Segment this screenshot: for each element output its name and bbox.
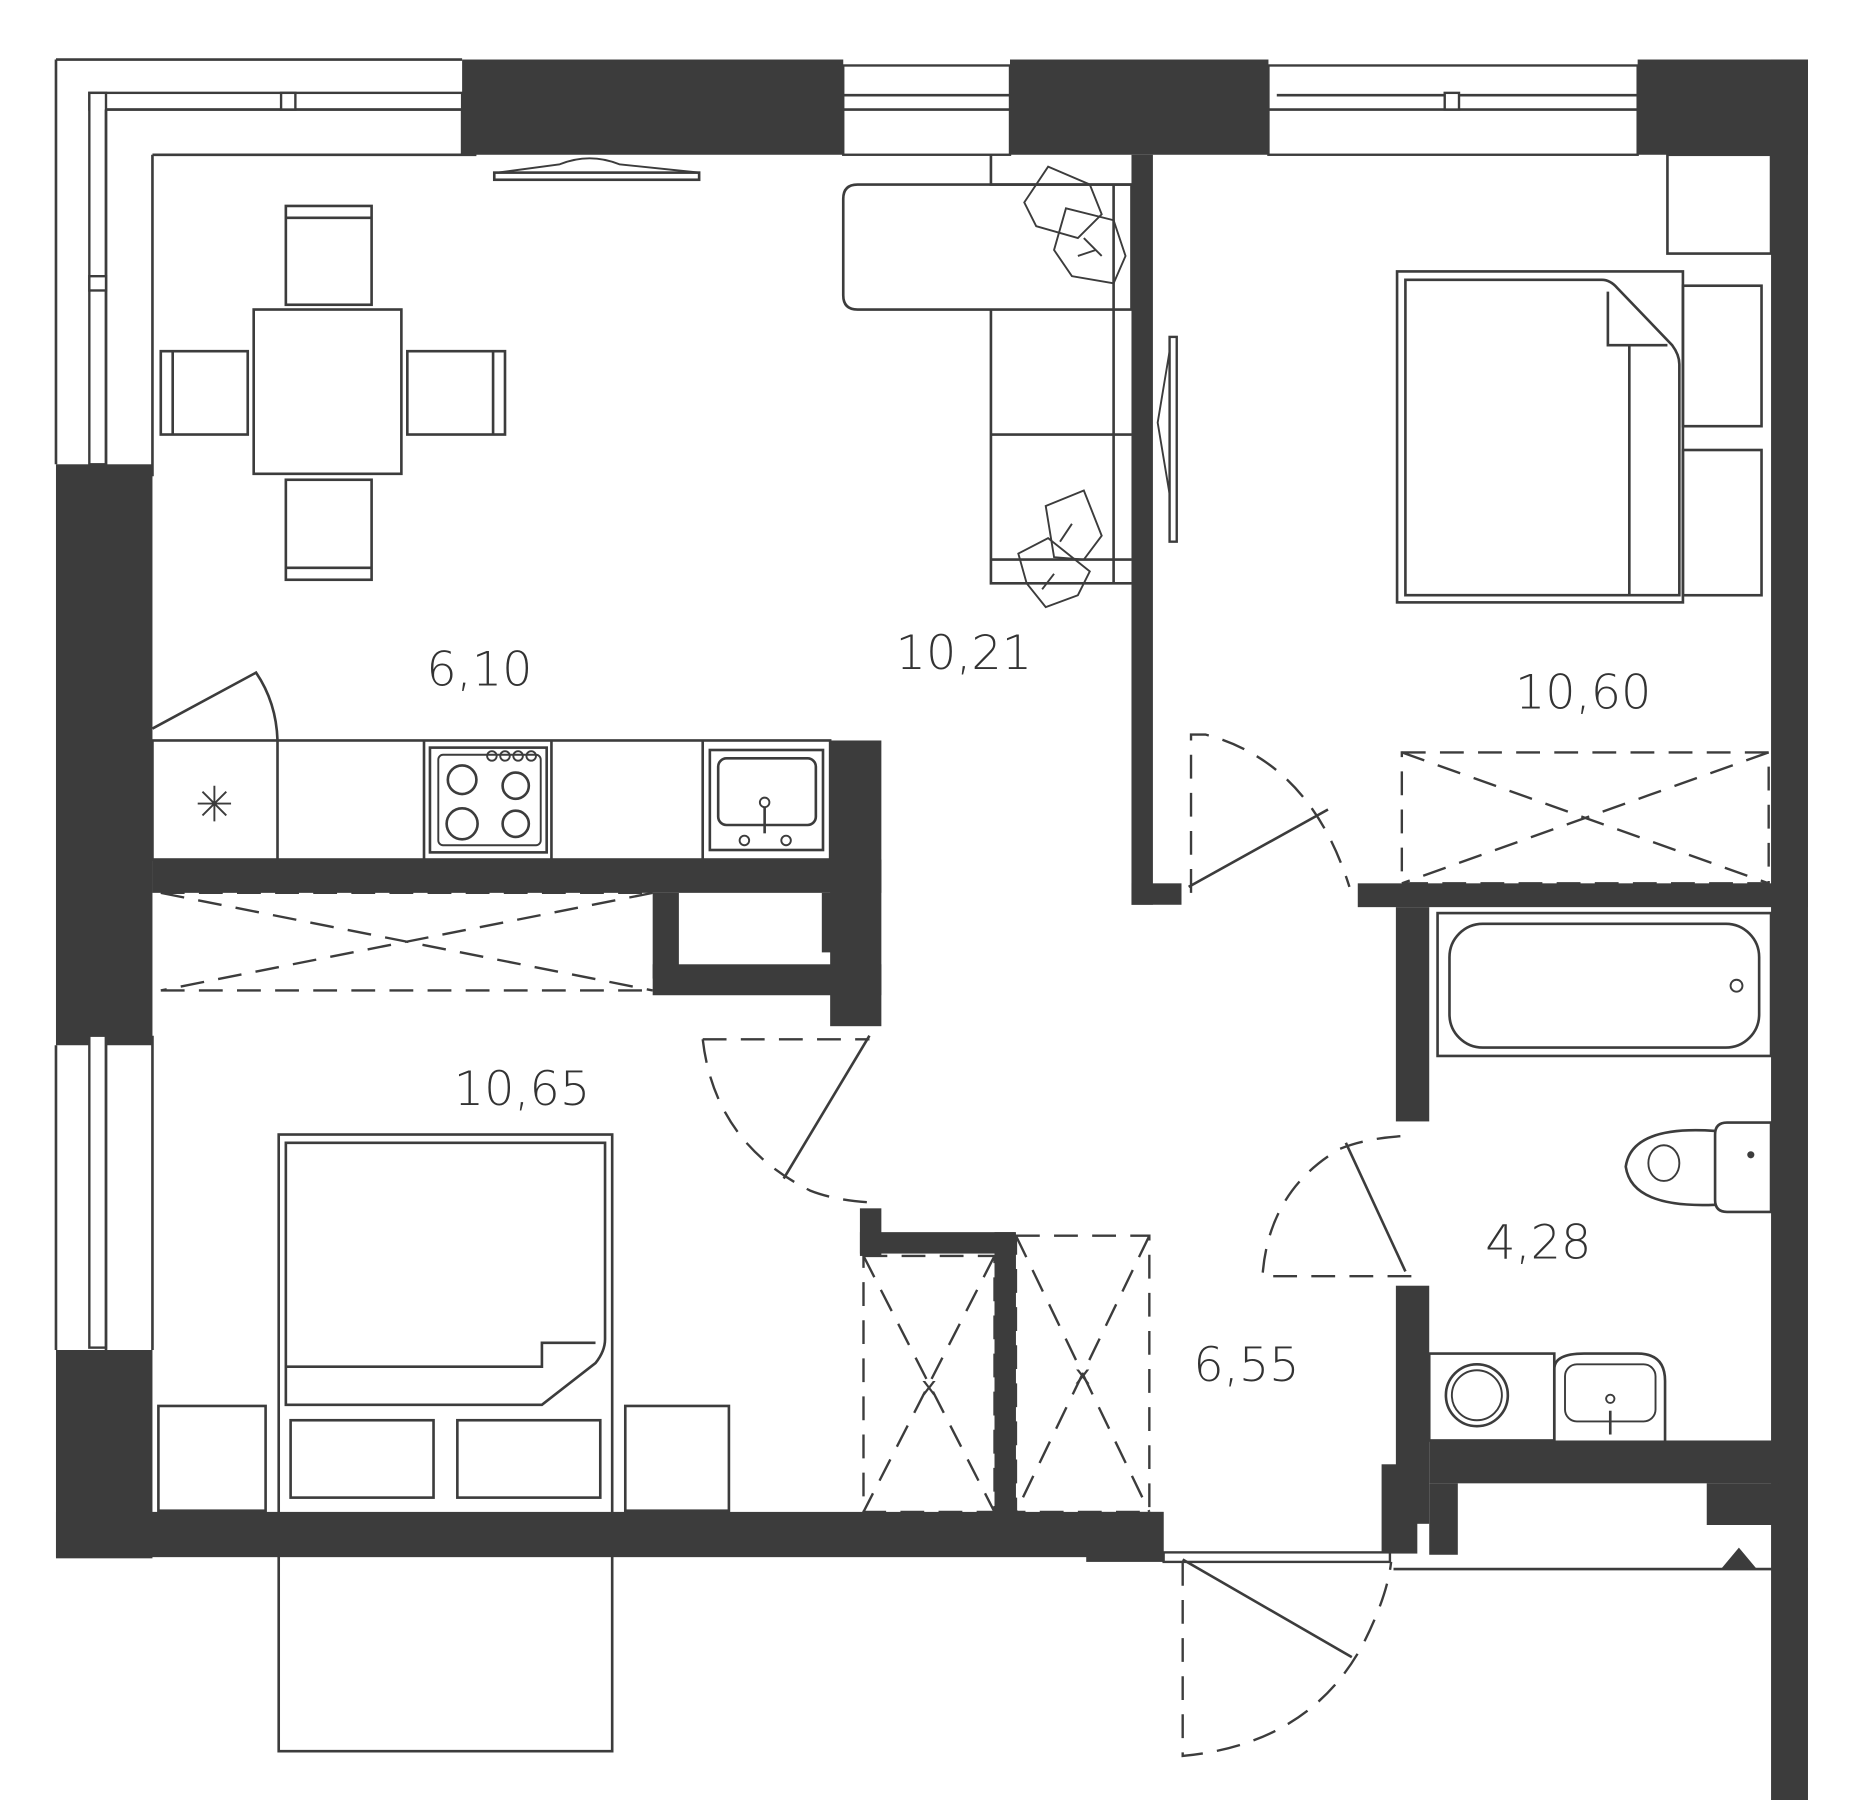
wardrobe-zone <box>1400 751 1770 885</box>
bedroom-1 <box>1188 153 1773 893</box>
walls <box>55 59 1808 1800</box>
sofa-icon <box>841 154 1133 609</box>
toilet-icon <box>1624 1121 1773 1214</box>
bedroom-2 <box>157 891 871 1753</box>
hallway: x x <box>862 1134 1808 1758</box>
washing-machine-icon <box>1427 1352 1556 1442</box>
bathtub-icon <box>1436 911 1794 1058</box>
area-label-bathroom: 4,28 <box>1485 1215 1591 1270</box>
kitchen <box>151 157 832 861</box>
area-label-bedroom-1: 10,60 <box>1515 665 1651 720</box>
closet-left: x <box>862 1254 996 1514</box>
door-icon <box>701 1035 871 1204</box>
area-label-living-room: 10,21 <box>896 626 1032 681</box>
kitchen-sink-icon <box>708 748 825 852</box>
living-room <box>841 154 1178 609</box>
closet-mark: x <box>921 1372 937 1402</box>
area-label-hallway: 6,55 <box>1193 1338 1299 1393</box>
bathroom <box>1427 911 1794 1442</box>
entrance-door-icon <box>1162 1551 1393 1758</box>
area-label-kitchen: 6,10 <box>426 643 532 698</box>
door-icon <box>1188 733 1351 893</box>
closet-mark: x <box>1075 1360 1091 1390</box>
area-label-bedroom-2: 10,65 <box>454 1062 590 1117</box>
air-conditioner-icon <box>492 157 701 182</box>
washbasin-icon <box>1552 1352 1667 1441</box>
double-bed-icon <box>1395 270 1685 604</box>
area-labels: 6,10 10,21 10,60 10,65 6,55 4,28 <box>426 626 1651 1393</box>
dining-set-icon <box>159 204 507 582</box>
windows <box>54 58 1644 1350</box>
tv-icon <box>1156 335 1178 543</box>
stove-icon <box>428 746 548 854</box>
double-bed-icon <box>277 1133 614 1753</box>
wardrobe-zone <box>160 891 653 992</box>
door-icon <box>1261 1134 1412 1278</box>
closet-right: x <box>1014 1234 1151 1514</box>
snowflake-icon <box>197 785 232 822</box>
